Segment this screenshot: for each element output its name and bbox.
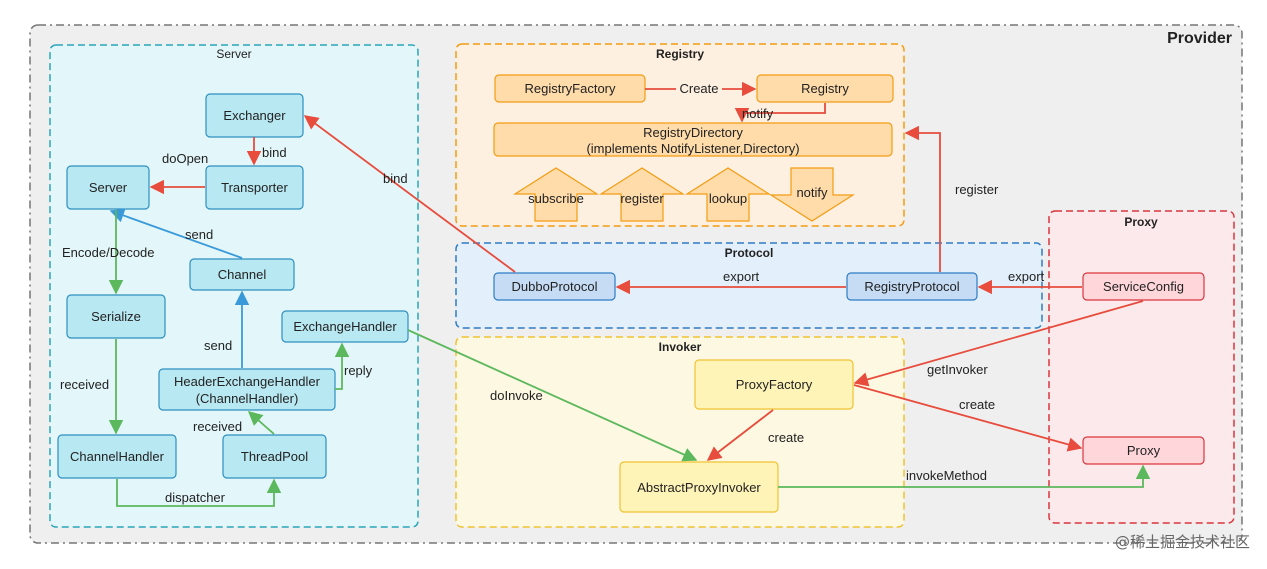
proxy-group — [1048, 210, 1235, 524]
watermark: @稀土掘金技术社区 — [1115, 533, 1250, 551]
server-node: Server — [66, 165, 150, 210]
proxy-group-title: Proxy — [1124, 215, 1158, 229]
server-group-title: Server — [216, 47, 251, 61]
channel-handler-to-thread-pool-edge — [116, 478, 282, 507]
protocol-group — [455, 242, 1043, 329]
proxy-factory-create-proxy-edge — [853, 384, 1083, 452]
encode-decode-edge-label: Encode/Decode — [62, 245, 155, 260]
reply-edge-label: reply — [344, 363, 373, 378]
do-open-edge-label: doOpen — [162, 151, 208, 166]
proxy-factory-node: ProxyFactory — [694, 359, 854, 410]
exchange-handler-do-invoke-edge — [407, 329, 698, 462]
proxy-factory-create-invoker-edge — [706, 409, 774, 461]
send-bottom-edge-label: send — [204, 338, 232, 353]
svg-text:AbstractProxyInvoker: AbstractProxyInvoker — [637, 480, 761, 495]
channel-node: Channel — [189, 258, 295, 291]
svg-text:ServiceConfig: ServiceConfig — [1103, 279, 1184, 294]
channel-to-server-edge — [109, 208, 243, 259]
svg-text:HeaderExchangeHandler: HeaderExchangeHandler — [174, 374, 321, 389]
registry-factory-node: RegistryFactory — [494, 74, 646, 103]
invoker-invoke-method-edge — [778, 464, 1151, 488]
notify-edge-label: notify — [742, 106, 774, 121]
svg-text:Transporter: Transporter — [221, 180, 288, 195]
svg-text:Channel: Channel — [218, 267, 267, 282]
provider-title: Provider — [1167, 30, 1232, 47]
received-left-edge-label: received — [60, 377, 109, 392]
dubbo-protocol-bind-exchanger-edge — [303, 115, 516, 273]
proxy-node: Proxy — [1082, 436, 1205, 465]
transporter-node: Transporter — [205, 165, 304, 210]
header-handler-to-exchange-handler-edge — [334, 342, 350, 390]
service-config-node: ServiceConfig — [1082, 272, 1205, 301]
registry-notify-directory-edge — [734, 103, 826, 123]
received-right-edge-label: received — [193, 419, 242, 434]
svg-text:RegistryProtocol: RegistryProtocol — [864, 279, 959, 294]
svg-text:notify: notify — [796, 185, 828, 200]
dispatcher-edge-label: dispatcher — [165, 490, 226, 505]
get-invoker-edge-label: getInvoker — [927, 362, 988, 377]
subscribe-up-arrow: subscribe — [512, 167, 600, 222]
svg-text:register: register — [620, 191, 664, 206]
protocol-group-title: Protocol — [725, 246, 774, 260]
registry-protocol-node: RegistryProtocol — [846, 272, 978, 301]
registry-directory-node: RegistryDirectory (implements NotifyList… — [493, 122, 893, 157]
thread-pool-to-header-handler-edge — [247, 411, 275, 435]
dubbo-protocol-node: DubboProtocol — [493, 272, 616, 301]
create-edge-label: Create — [679, 81, 718, 96]
export-left-edge-label: export — [723, 269, 760, 284]
send-top-edge-label: send — [185, 227, 213, 242]
svg-text:Registry: Registry — [801, 81, 849, 96]
thread-pool-node: ThreadPool — [222, 434, 327, 479]
invoke-method-edge-label: invokeMethod — [906, 468, 987, 483]
svg-text:RegistryDirectory: RegistryDirectory — [643, 125, 743, 140]
svg-text:Server: Server — [89, 180, 128, 195]
serialize-node: Serialize — [66, 294, 166, 339]
svg-text:Proxy: Proxy — [1127, 443, 1161, 458]
svg-text:(ChannelHandler): (ChannelHandler) — [196, 391, 299, 406]
notify-down-arrow: notify — [768, 167, 856, 222]
svg-text:ExchangeHandler: ExchangeHandler — [293, 319, 397, 334]
header-exchange-handler-node: HeaderExchangeHandler (ChannelHandler) — [158, 368, 336, 411]
do-invoke-edge-label: doInvoke — [490, 388, 543, 403]
bind-edge-label: bind — [262, 145, 287, 160]
registry-protocol-register-edge — [904, 125, 941, 272]
register-cross-edge-label: register — [955, 182, 999, 197]
lookup-up-arrow: lookup — [684, 167, 772, 222]
create-label-bg — [676, 81, 722, 97]
svg-text:subscribe: subscribe — [528, 191, 584, 206]
svg-text:Serialize: Serialize — [91, 309, 141, 324]
service-config-get-invoker-edge — [853, 300, 1144, 387]
channel-handler-node: ChannelHandler — [57, 434, 177, 479]
bind-cross-edge-label: bind — [383, 171, 408, 186]
svg-text:ProxyFactory: ProxyFactory — [736, 377, 813, 392]
registry-node: Registry — [756, 74, 894, 103]
create-proxy-edge-label: create — [959, 397, 995, 412]
svg-text:DubboProtocol: DubboProtocol — [512, 279, 598, 294]
svg-text:Exchanger: Exchanger — [223, 108, 286, 123]
registry-group-title: Registry — [656, 47, 704, 61]
exchanger-node: Exchanger — [205, 93, 304, 138]
register-up-arrow: register — [598, 167, 686, 222]
svg-text:lookup: lookup — [709, 191, 747, 206]
svg-text:ChannelHandler: ChannelHandler — [70, 449, 165, 464]
create-invoker-edge-label: create — [768, 430, 804, 445]
invoker-group-title: Invoker — [659, 340, 702, 354]
export-right-edge-label: export — [1008, 269, 1045, 284]
abstract-proxy-invoker-node: AbstractProxyInvoker — [619, 461, 779, 513]
svg-text:RegistryFactory: RegistryFactory — [524, 81, 616, 96]
exchange-handler-node: ExchangeHandler — [281, 310, 409, 343]
svg-text:(implements NotifyListener,Dir: (implements NotifyListener,Directory) — [586, 141, 799, 156]
svg-text:ThreadPool: ThreadPool — [241, 449, 308, 464]
